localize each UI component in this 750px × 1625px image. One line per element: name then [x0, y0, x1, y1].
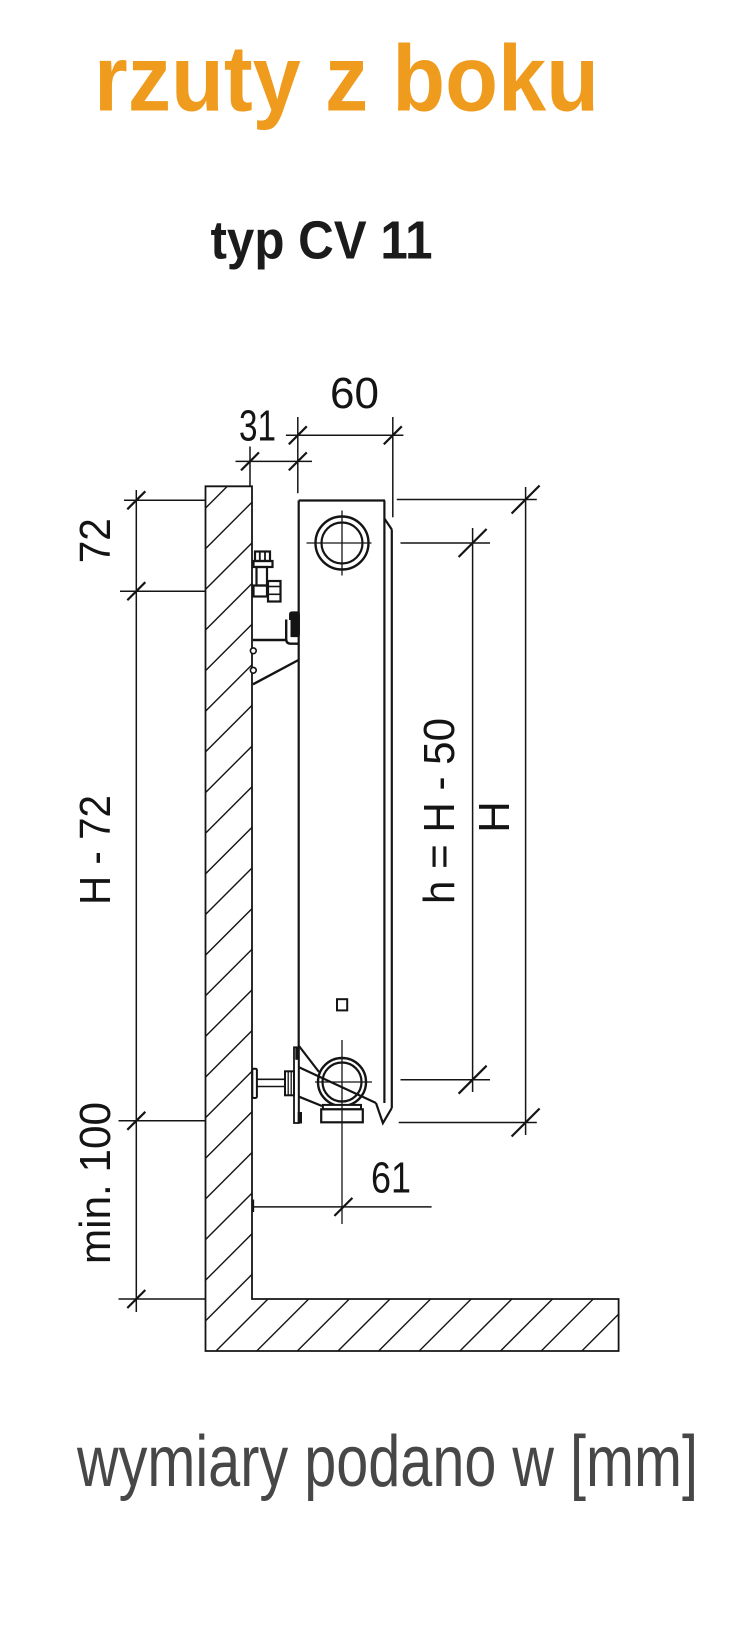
svg-text:rzuty z boku: rzuty z boku — [94, 26, 599, 131]
svg-text:60: 60 — [330, 369, 379, 418]
svg-text:31: 31 — [239, 401, 276, 450]
svg-text:H - 72: H - 72 — [71, 795, 120, 905]
svg-text:H: H — [470, 801, 519, 833]
svg-text:min. 100: min. 100 — [71, 1102, 120, 1264]
svg-text:typ CV 11: typ CV 11 — [211, 212, 433, 271]
svg-text:72: 72 — [71, 518, 120, 563]
svg-text:wymiary podano w [mm]: wymiary podano w [mm] — [76, 1422, 698, 1502]
svg-text:61: 61 — [371, 1154, 411, 1203]
svg-text:h = H - 50: h = H - 50 — [415, 718, 464, 904]
